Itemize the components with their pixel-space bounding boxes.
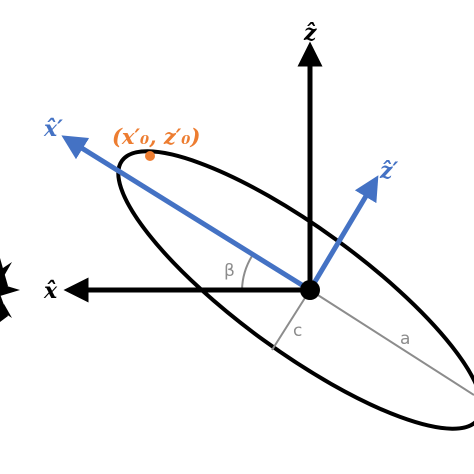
semi-axis-c-line: [271, 289, 311, 351]
beta-label: β: [224, 261, 235, 281]
beta-arc: [241, 255, 253, 291]
a-label: a: [400, 329, 410, 349]
star-decoration-icon: [0, 258, 20, 322]
z-prime-axis-arrow: [307, 175, 379, 292]
x-axis-label: x̂: [43, 278, 58, 304]
x-prime-axis-label: x̂′: [43, 116, 63, 142]
z-axis-label: ẑ: [303, 20, 317, 46]
ellipse-point: [145, 151, 155, 161]
origin-point: [300, 280, 320, 300]
x-prime-axis-arrow: [61, 135, 312, 293]
semi-axis-a-line: [309, 289, 474, 396]
ellipse: [116, 149, 474, 431]
point-label: (x′₀, z′₀): [112, 124, 200, 149]
c-label: c: [293, 321, 302, 341]
z-prime-axis-label: ẑ′: [379, 158, 398, 184]
